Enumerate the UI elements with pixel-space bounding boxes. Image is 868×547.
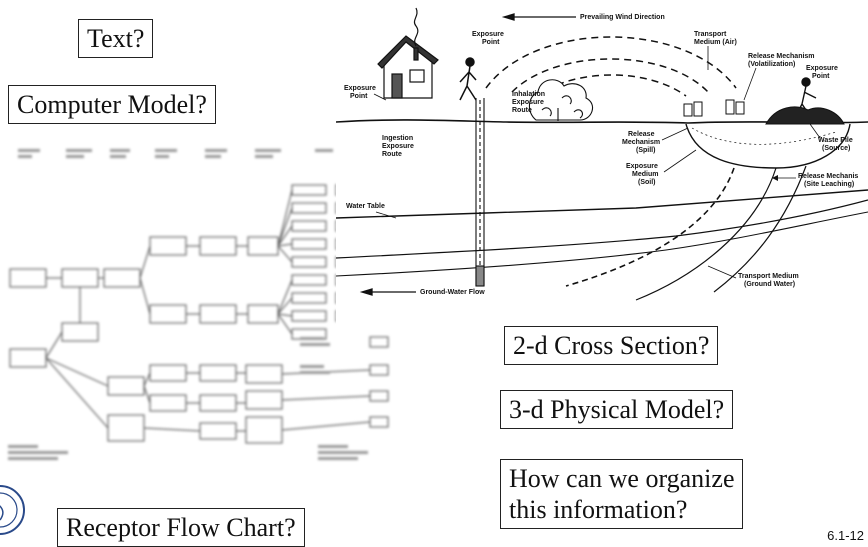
column-headers [18, 149, 386, 158]
organize-line-2: this information? [509, 495, 688, 524]
flow-box [149, 236, 187, 256]
diagram-label: Mechanism [622, 139, 660, 146]
physical-model-label: 3-d Physical Model? [500, 390, 734, 429]
waste-drums [683, 99, 745, 117]
diagram-label: Point [350, 93, 368, 100]
text-option-label: Text? [78, 19, 154, 58]
diagram-label: (Ground Water) [744, 281, 795, 288]
computer-model-label: Computer Model? [8, 85, 216, 124]
diagram-label: Point [482, 39, 500, 46]
walking-person [459, 57, 477, 101]
diagram-label: Release Mechanis [798, 173, 858, 180]
receptor-flow-chart [8, 149, 389, 460]
diagram-label: Transport [694, 31, 727, 38]
flow-box [103, 268, 141, 288]
diagram-label: (Volatilization) [748, 61, 795, 68]
flow-box [245, 390, 283, 410]
diagram-label: (Source) [822, 145, 850, 152]
flow-box [107, 414, 145, 442]
diagram-label: Release [628, 131, 655, 138]
flow-box [61, 322, 99, 342]
exposure-pathway-diagram: Prevailing Wind Direction Exposure Point… [336, 0, 868, 330]
flow-box [247, 236, 279, 256]
wind-arrow [501, 13, 576, 21]
diagram-label: Exposure [382, 143, 414, 150]
flow-box [245, 364, 283, 384]
flow-box [61, 268, 99, 288]
organize-question-label: How can we organize this information? [500, 459, 744, 529]
diagram-label: Waste Pile [818, 137, 853, 144]
diagram-label: Release Mechanism [748, 53, 815, 60]
agency-seal-icon [0, 485, 25, 535]
diagram-label: (Spill) [636, 147, 655, 154]
wind-label: Prevailing Wind Direction [580, 14, 665, 21]
flow-box [247, 304, 279, 324]
flow-box [199, 422, 237, 440]
diagram-label: Water Table [346, 203, 385, 210]
diagram-label: Exposure [344, 85, 376, 92]
flow-box [199, 394, 237, 412]
house [377, 7, 439, 99]
flow-box [149, 364, 187, 382]
receptor-flow-chart-label: Receptor Flow Chart? [57, 508, 305, 547]
diagram-label: Exposure [512, 99, 544, 106]
diagram-label: Transport Medium [738, 273, 799, 280]
diagram-label: Route [512, 107, 532, 114]
flow-box [149, 394, 187, 412]
diagram-label: (Soil) [638, 179, 656, 186]
diagram-label: Exposure [472, 31, 504, 38]
trees [528, 79, 594, 121]
cross-section-label: 2-d Cross Section? [504, 326, 719, 365]
diagram-label: Medium [632, 171, 658, 178]
diagram-label: Point [812, 73, 830, 80]
flow-box [149, 304, 187, 324]
groundwater-flow-arrow [359, 288, 416, 296]
diagram-label: (Site Leaching) [804, 181, 854, 188]
diagram-label: Exposure [626, 163, 658, 170]
diagram-label: Medium (Air) [694, 39, 737, 46]
flow-box [9, 348, 47, 368]
diagram-label: Ground-Water Flow [420, 289, 485, 296]
flow-box [199, 304, 237, 324]
slide-number: 6.1-12 [827, 528, 864, 543]
flow-box [199, 364, 237, 382]
diagram-label: Ingestion [382, 135, 413, 142]
diagram-label: Route [382, 151, 402, 158]
diagram-label: Inhalation [512, 91, 545, 98]
flow-box [199, 236, 237, 256]
diagram-label: Exposure [806, 65, 838, 72]
flow-box [9, 268, 47, 288]
flow-box [107, 376, 145, 396]
organize-line-1: How can we organize [509, 464, 735, 493]
flow-box [245, 416, 283, 444]
well [475, 98, 485, 287]
